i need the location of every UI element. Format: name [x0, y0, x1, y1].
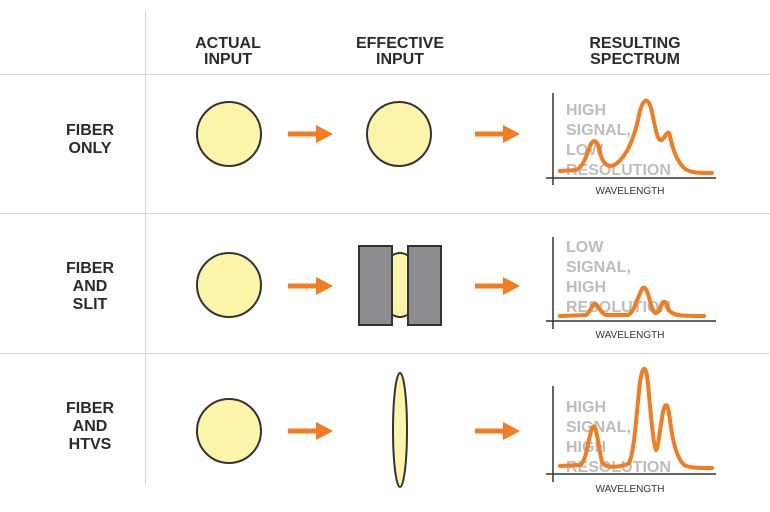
fiber-input-circle-row1	[196, 101, 262, 167]
arrow-row1-left	[288, 125, 333, 143]
wavelength-label-row1: WAVELENGTH	[595, 186, 665, 197]
header-resulting-spectrum: RESULTING SPECTRUM	[589, 35, 681, 68]
arrow-row2-left	[288, 277, 333, 295]
arrow-row3-right	[475, 422, 520, 440]
spectrum-curve-fiber-and-htvs	[558, 366, 714, 470]
row-divider-1	[0, 213, 770, 214]
header-divider	[0, 74, 770, 75]
spectrum-note-fiber-only: HIGH SIGNAL, LOW RESOLUTION	[566, 102, 671, 179]
arrow-row1-right	[475, 125, 520, 143]
wavelength-label-row3: WAVELENGTH	[595, 484, 665, 495]
fiber-input-circle-row3	[196, 398, 262, 464]
arrow-row2-right	[475, 277, 520, 295]
htvs-effective-input-ellipse	[392, 372, 408, 488]
arrow-row3-left	[288, 422, 333, 440]
spectrum-axes-row3	[546, 386, 716, 482]
row-divider-2	[0, 353, 770, 354]
row-label-fiber-and-htvs: FIBER AND HTVS	[66, 400, 114, 453]
fiber-input-circle-row2	[196, 252, 262, 318]
spectrum-axes-row1	[546, 93, 716, 185]
spectrum-axes-row2	[546, 237, 716, 329]
header-effective-input: EFFECTIVE INPUT	[355, 35, 444, 68]
wavelength-label-row2: WAVELENGTH	[595, 330, 665, 341]
header-actual-input: ACTUAL INPUT	[195, 35, 261, 68]
slit-effective-input	[358, 245, 442, 326]
spectrum-curve-fiber-and-slit	[558, 285, 706, 318]
column-divider	[145, 10, 146, 484]
row-label-fiber-and-slit: FIBER AND SLIT	[66, 260, 114, 313]
spectrum-note-fiber-and-slit: LOW SIGNAL, HIGH RESOLUTION	[566, 239, 671, 316]
effective-input-circle-row1	[366, 101, 432, 167]
row-label-fiber-only: FIBER ONLY	[66, 122, 114, 157]
spectrum-curve-fiber-only	[558, 98, 714, 175]
